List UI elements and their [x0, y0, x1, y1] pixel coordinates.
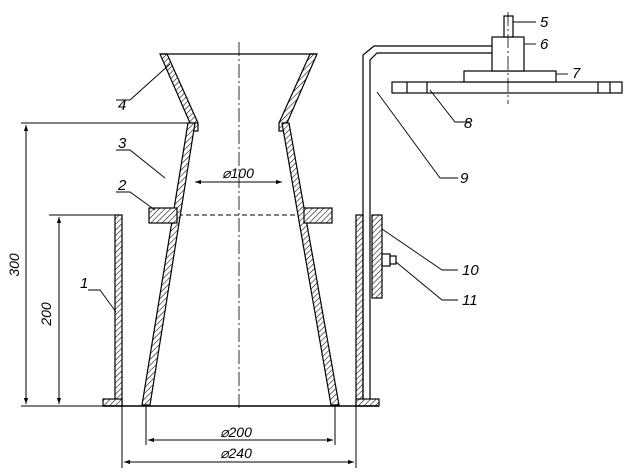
- dimension-top-diameter: ⌀100: [222, 165, 254, 181]
- leader-lines: [88, 21, 568, 313]
- callout-11: 11: [462, 292, 478, 309]
- collar-ring: [148, 207, 333, 224]
- callout-3: 3: [118, 135, 127, 152]
- callout-9: 9: [460, 170, 469, 187]
- base-plate: [102, 398, 380, 407]
- callout-10: 10: [462, 262, 479, 279]
- funnel: [159, 53, 318, 132]
- stand-clamp: [371, 214, 383, 299]
- dimension-height-inner: 200: [38, 302, 54, 327]
- dimension-outer-diameter: ⌀240: [220, 445, 252, 461]
- callout-1: 1: [80, 275, 88, 292]
- cone: [141, 122, 340, 406]
- dimension-bottom-diameter: ⌀200: [220, 424, 252, 440]
- dimension-height-total: 300: [6, 253, 22, 277]
- dimension-lines: [21, 122, 357, 468]
- callout-6: 6: [540, 36, 549, 53]
- clamp-screw: [381, 253, 397, 267]
- stand-rod: [362, 45, 492, 399]
- callout-7: 7: [572, 65, 581, 82]
- callout-4: 4: [118, 97, 126, 114]
- callout-2: 2: [117, 177, 127, 194]
- callout-5: 5: [540, 14, 549, 31]
- callout-8: 8: [464, 115, 473, 132]
- top-assembly: [391, 15, 623, 94]
